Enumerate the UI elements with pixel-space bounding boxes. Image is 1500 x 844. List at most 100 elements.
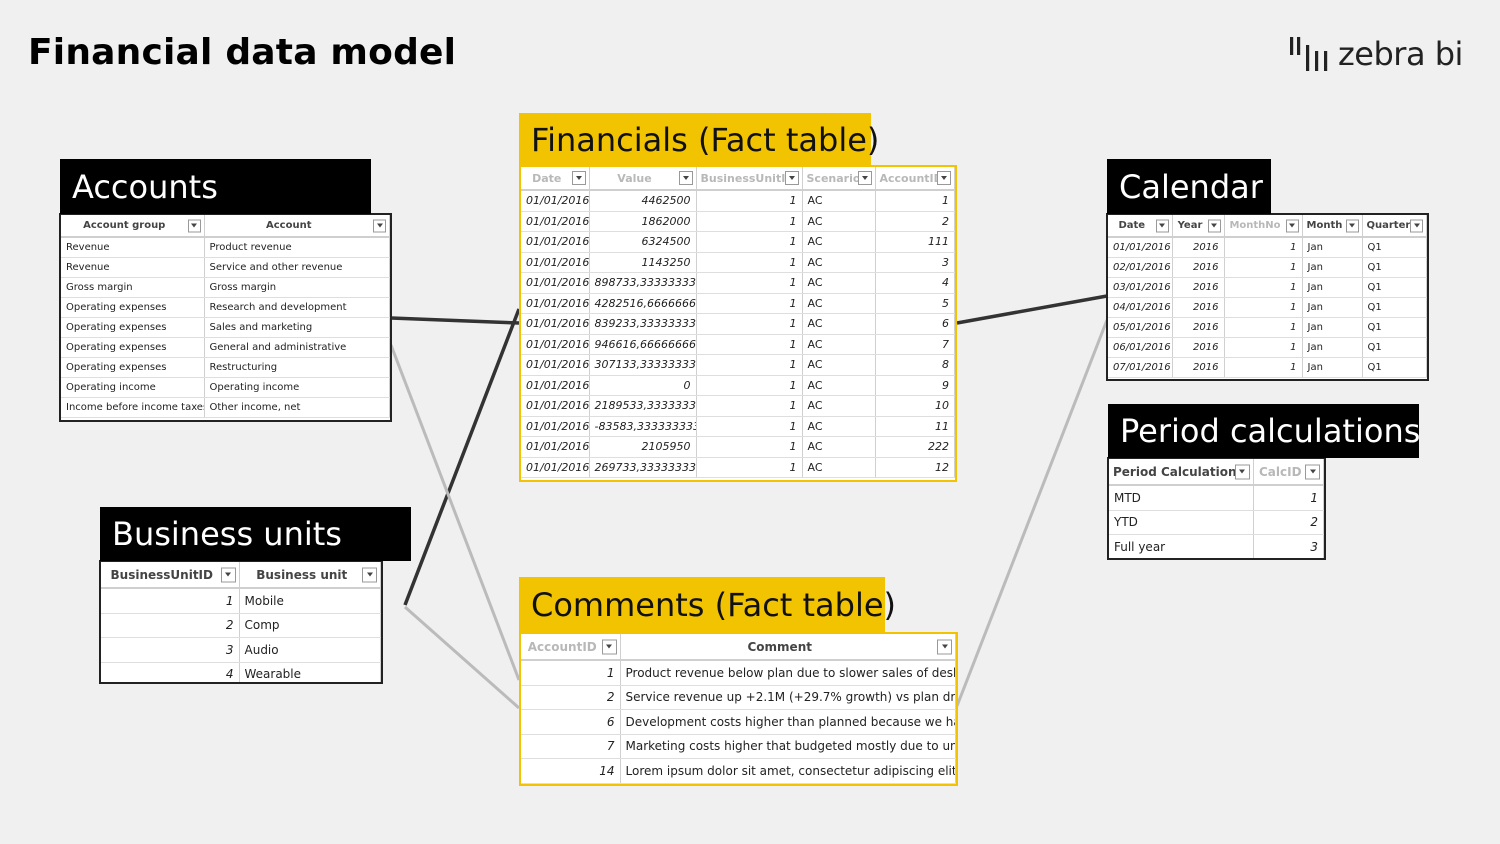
filter-dropdown-icon[interactable]: [362, 567, 377, 582]
filter-dropdown-icon[interactable]: [1410, 219, 1423, 232]
table-cell: 9: [875, 375, 955, 396]
table-cell: Sales and marketing: [204, 317, 390, 338]
table-cell: 8: [875, 354, 955, 376]
filter-dropdown-icon[interactable]: [1155, 219, 1169, 232]
column-header-period-calculation[interactable]: Period Calculation: [1109, 459, 1254, 486]
column-header-year[interactable]: Year: [1172, 215, 1225, 238]
filter-dropdown-icon[interactable]: [857, 171, 872, 185]
table-cell: 1: [696, 293, 803, 314]
table-cell: 222: [875, 436, 955, 458]
filter-dropdown-icon[interactable]: [937, 171, 951, 185]
table-cell: Q1: [1362, 357, 1427, 378]
table-cell: 2016: [1172, 237, 1225, 258]
table-cell: AC: [802, 334, 876, 355]
table-cell: AC: [802, 252, 876, 273]
table-cell: Gross margin: [61, 277, 205, 298]
table-cell: Jan: [1302, 237, 1363, 258]
relation-businessunits-financials: [403, 308, 521, 606]
table-cell: 2016: [1172, 317, 1225, 338]
column-header-businessunitid[interactable]: BusinessUnitID: [696, 167, 803, 191]
table-cell: 02/01/2016: [1108, 257, 1173, 278]
filter-dropdown-icon[interactable]: [1345, 219, 1359, 232]
table-cell: Research and development: [204, 297, 390, 318]
filter-dropdown-icon[interactable]: [373, 219, 386, 232]
column-header-businessunitid[interactable]: BusinessUnitID: [101, 562, 240, 589]
column-header-comment[interactable]: Comment: [620, 634, 956, 661]
table-cell: 1: [1224, 357, 1303, 378]
table-cell: 269733,333333333: [589, 457, 697, 478]
column-header-value[interactable]: Value: [589, 167, 697, 191]
column-header-label: CalcID: [1258, 464, 1302, 479]
column-header-label: BusinessUnitID: [110, 567, 213, 582]
table-cell: 2016: [1172, 297, 1225, 318]
filter-dropdown-icon[interactable]: [678, 171, 693, 185]
table-cell: Operating expenses: [61, 337, 205, 358]
column-header-label: AccountID: [527, 639, 597, 654]
filter-dropdown-icon[interactable]: [1305, 464, 1320, 479]
filter-dropdown-icon[interactable]: [571, 171, 586, 185]
table-cell: Gross margin: [204, 277, 390, 298]
table-cell: Q1: [1362, 297, 1427, 318]
table-cell: AC: [802, 375, 876, 396]
filter-dropdown-icon[interactable]: [1234, 464, 1250, 479]
filter-dropdown-icon[interactable]: [220, 567, 236, 582]
table-cell: 04/01/2016: [1108, 297, 1173, 318]
table-cell: 3: [1253, 534, 1324, 558]
table-cell: 1: [696, 190, 803, 212]
table-cell: 1: [1253, 485, 1324, 511]
column-header-date[interactable]: Date: [1108, 215, 1173, 238]
table-cell: 2189533,33333333: [589, 395, 697, 417]
table-cell: 1: [1224, 257, 1303, 278]
table-cell: 14: [521, 758, 621, 784]
table-cell: AC: [802, 416, 876, 437]
column-header-label: Value: [617, 171, 652, 185]
table-cell: Operating expenses: [61, 317, 205, 338]
period-calculations-label: Period calculations: [1108, 404, 1420, 458]
column-header-label: Business unit: [256, 567, 348, 582]
column-header-monthno[interactable]: MonthNo: [1224, 215, 1303, 238]
column-header-label: Scenario: [806, 171, 861, 185]
table-cell: 7: [521, 734, 621, 759]
table-cell: Service revenue up +2.1M (+29.7% growth)…: [620, 685, 956, 710]
filter-dropdown-icon[interactable]: [1207, 219, 1221, 232]
column-header-quarter[interactable]: Quarter: [1362, 215, 1427, 238]
column-header-scenario[interactable]: Scenario: [802, 167, 876, 191]
filter-dropdown-icon[interactable]: [187, 219, 201, 232]
filter-dropdown-icon[interactable]: [601, 639, 617, 654]
calendar-label: Calendar: [1107, 159, 1271, 214]
column-header-business-unit[interactable]: Business unit: [239, 562, 381, 589]
table-cell: 12: [875, 457, 955, 478]
column-header-calcid[interactable]: CalcID: [1253, 459, 1324, 486]
filter-dropdown-icon[interactable]: [784, 171, 799, 185]
filter-dropdown-icon[interactable]: [1285, 219, 1299, 232]
filter-dropdown-icon[interactable]: [937, 639, 952, 654]
column-header-label: MonthNo: [1229, 220, 1281, 231]
table-cell: 01/01/2016: [521, 313, 590, 335]
table-cell: 1: [696, 354, 803, 376]
column-header-accountid[interactable]: AccountID: [521, 634, 621, 661]
table-cell: Jan: [1302, 257, 1363, 278]
table-cell: Service and other revenue: [204, 257, 390, 278]
table-cell: 946616,666666667: [589, 334, 697, 355]
table-cell: 1: [101, 588, 240, 614]
table-cell: Comp: [239, 613, 381, 638]
column-header-accountid[interactable]: AccountID: [875, 167, 955, 191]
column-header-account-group[interactable]: Account group: [61, 215, 205, 238]
column-header-account[interactable]: Account: [204, 215, 390, 238]
table-cell: 01/01/2016: [521, 354, 590, 376]
table-cell: 01/01/2016: [521, 293, 590, 314]
column-header-month[interactable]: Month: [1302, 215, 1363, 238]
column-header-date[interactable]: Date: [521, 167, 590, 191]
